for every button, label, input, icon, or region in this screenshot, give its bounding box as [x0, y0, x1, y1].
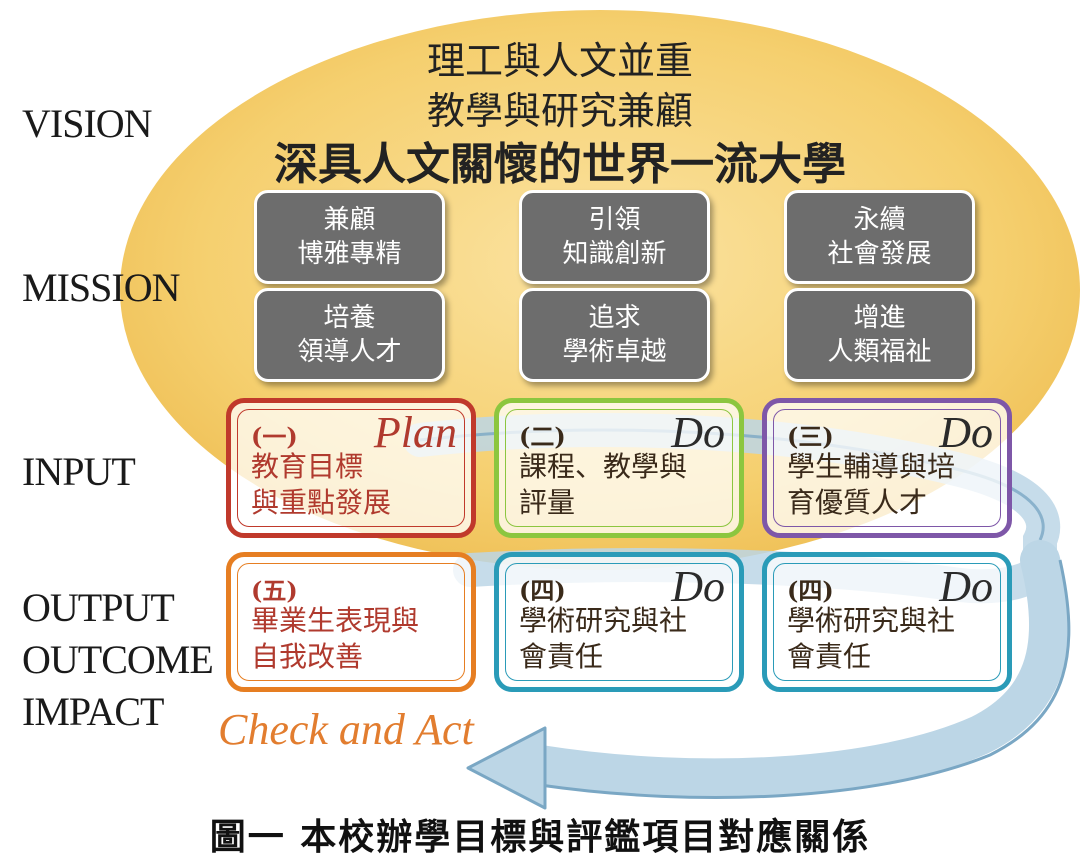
- mission-box-2-line1: 引領: [588, 205, 641, 235]
- mission-box-5-line1: 追求: [588, 303, 641, 333]
- process-box-plan-line2: 與重點發展: [251, 486, 392, 519]
- process-box-research-2-line1: 學術研究與社: [787, 604, 956, 637]
- mission-box-4-line1: 培養: [323, 303, 376, 333]
- mission-box-5-line2: 學術卓越: [562, 337, 667, 367]
- vision-line-3: 深具人文關懷的世界一流大學: [274, 139, 846, 190]
- process-box-plan: (一) Plan 教育目標 與重點發展: [226, 398, 476, 538]
- figure-caption: 圖一 本校辦學目標與評鑑項目對應關係: [209, 817, 871, 858]
- process-box-do-curriculum-tag: Do: [671, 408, 725, 457]
- mission-box-2-line2: 知識創新: [562, 239, 667, 269]
- check-and-act-label: Check and Act: [218, 705, 474, 754]
- level-outcome: OUTCOME: [22, 637, 214, 682]
- cycle-arrow-front-edge: [539, 559, 1071, 800]
- process-box-graduates-line1: 畢業生表現與: [251, 604, 420, 637]
- cycle-arrow-front: [520, 540, 1070, 799]
- process-box-graduates: (五) 畢業生表現與 自我改善: [226, 552, 476, 692]
- process-box-graduates-text: 畢業生表現與 自我改善: [251, 603, 419, 675]
- mission-box-4: 培養 領導人才: [254, 288, 445, 382]
- process-box-research-1-tag: Do: [671, 562, 725, 611]
- mission-box-1-line2: 博雅專精: [297, 239, 402, 269]
- process-box-research-2: (四) Do 學術研究與社 會責任: [762, 552, 1012, 692]
- level-mission: MISSION: [22, 265, 180, 310]
- process-box-do-students-text: 學生輔導與培 育優質人才: [787, 449, 955, 521]
- process-box-plan-num: (一): [251, 422, 298, 451]
- mission-box-6-line1: 增進: [853, 303, 906, 333]
- process-box-do-curriculum-line2: 評量: [519, 486, 576, 519]
- level-impact: IMPACT: [22, 689, 164, 734]
- level-output: OUTPUT: [22, 585, 175, 630]
- level-input: INPUT: [22, 449, 136, 494]
- process-box-do-students-line1: 學生輔導與培: [787, 450, 956, 483]
- mission-box-2: 引領 知識創新: [519, 190, 710, 284]
- process-box-do-curriculum: (二) Do 課程、教學與 評量: [494, 398, 744, 538]
- process-box-plan-inner: [237, 409, 465, 527]
- mission-box-5: 追求 學術卓越: [519, 288, 710, 382]
- process-box-research-1-num: (四): [519, 576, 566, 605]
- process-box-research-2-text: 學術研究與社 會責任: [787, 603, 955, 675]
- process-box-research-1-text: 學術研究與社 會責任: [519, 603, 687, 675]
- mission-box-6: 增進 人類福祉: [784, 288, 975, 382]
- cycle-arrow-head: [466, 726, 547, 810]
- process-box-do-curriculum-line1: 課程、教學與: [519, 450, 688, 483]
- process-box-plan-tag: Plan: [373, 408, 457, 457]
- mission-box-3: 永續 社會發展: [784, 190, 975, 284]
- mission-box-1: 兼顧 博雅專精: [254, 190, 445, 284]
- mission-box-6-line2: 人類福祉: [827, 337, 932, 367]
- level-vision: VISION: [22, 101, 153, 146]
- mission-box-1-line1: 兼顧: [323, 205, 376, 235]
- process-box-do-curriculum-num: (二): [519, 422, 566, 451]
- process-box-graduates-num: (五): [251, 576, 298, 605]
- process-box-plan-line1: 教育目標: [251, 450, 364, 483]
- vision-line-2: 教學與研究兼顧: [426, 89, 693, 133]
- process-box-research-1-line2: 會責任: [519, 640, 604, 673]
- process-box-research-2-num: (四): [787, 576, 834, 605]
- process-box-do-students: (三) Do 學生輔導與培 育優質人才: [762, 398, 1012, 538]
- process-box-graduates-line2: 自我改善: [251, 640, 364, 673]
- process-box-research-1-line1: 學術研究與社: [519, 604, 688, 637]
- process-box-research-1: (四) Do 學術研究與社 會責任: [494, 552, 744, 692]
- process-box-research-2-inner: [773, 563, 1001, 681]
- process-box-do-curriculum-inner: [505, 409, 733, 527]
- process-box-do-students-num: (三): [787, 422, 834, 451]
- process-box-research-1-inner: [505, 563, 733, 681]
- process-box-do-students-inner: [773, 409, 1001, 527]
- process-box-research-2-tag: Do: [939, 562, 993, 611]
- mission-box-3-line1: 永續: [853, 205, 906, 235]
- process-box-graduates-inner: [237, 563, 465, 681]
- process-box-do-curriculum-text: 課程、教學與 評量: [519, 449, 687, 521]
- process-box-plan-text: 教育目標 與重點發展: [251, 449, 391, 521]
- process-box-do-students-line2: 育優質人才: [787, 486, 928, 519]
- vision-line-1: 理工與人文並重: [426, 39, 693, 83]
- mission-box-3-line2: 社會發展: [827, 239, 932, 269]
- process-box-do-students-tag: Do: [939, 408, 993, 457]
- process-box-research-2-line2: 會責任: [787, 640, 872, 673]
- mission-box-4-line2: 領導人才: [297, 337, 402, 367]
